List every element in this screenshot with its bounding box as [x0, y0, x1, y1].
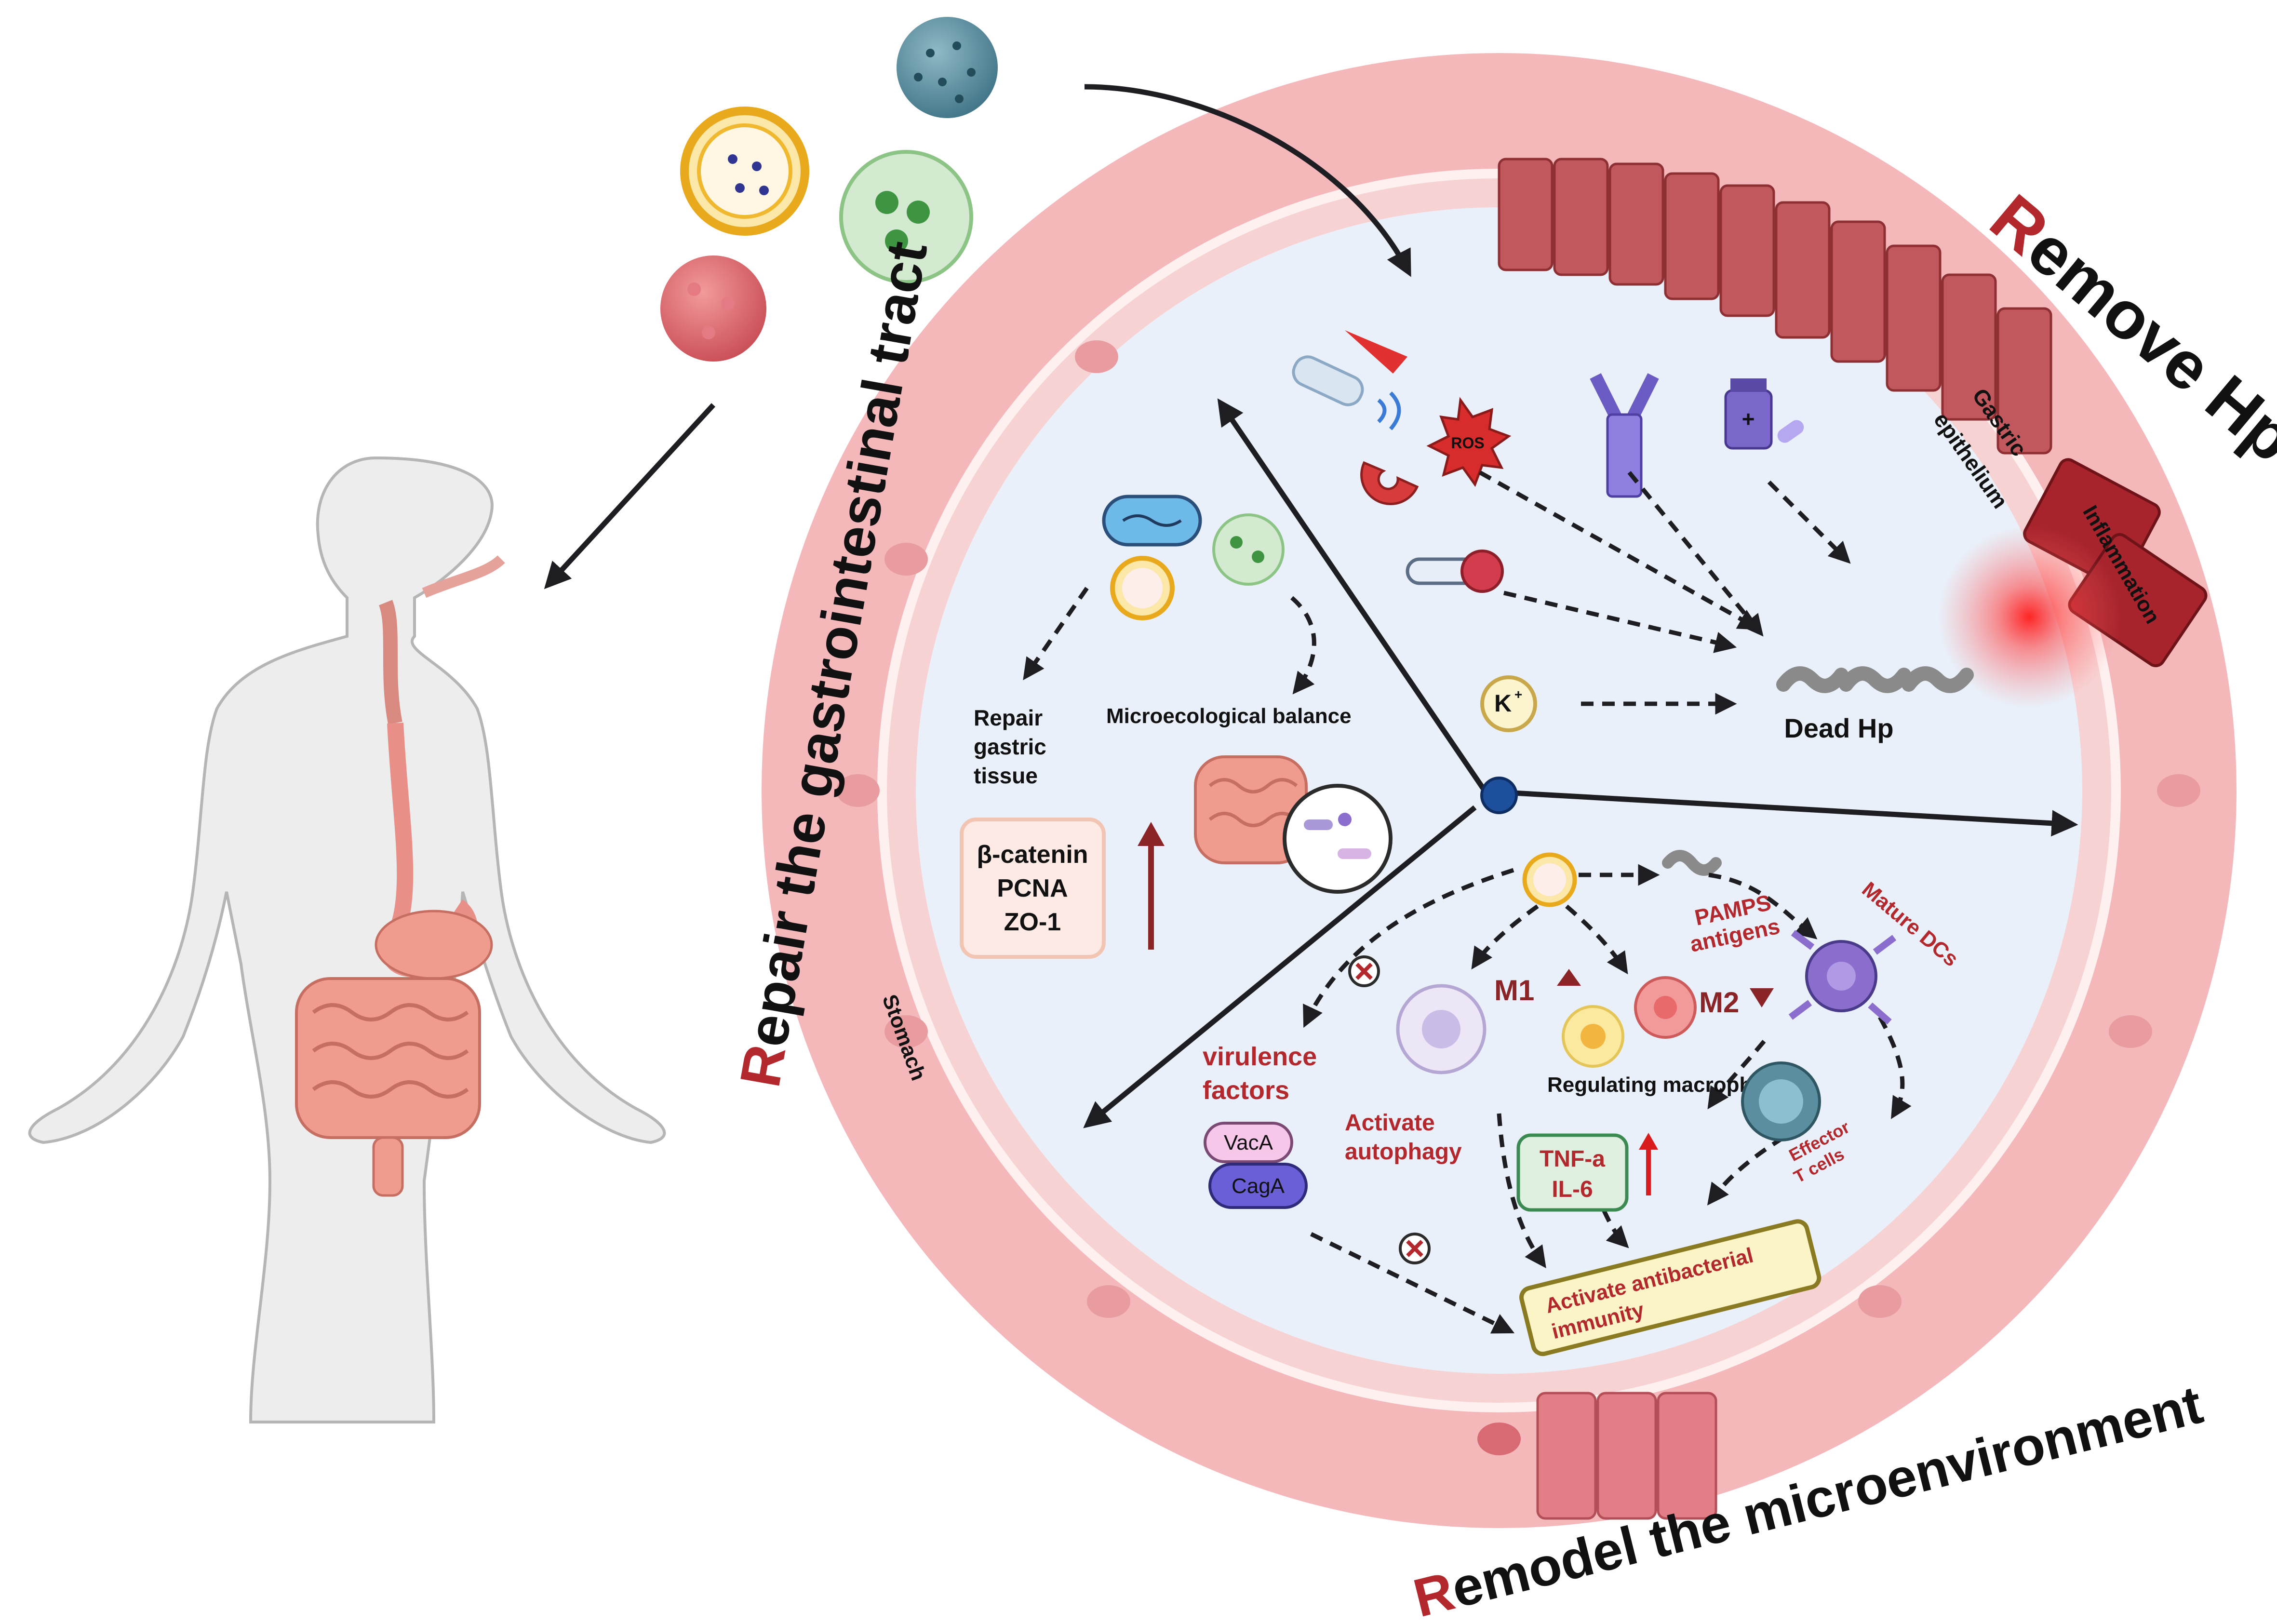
- up-arrow-icon: [1557, 969, 1581, 986]
- m1-label: M1: [1494, 974, 1534, 1007]
- cytokine-il6: IL-6: [1552, 1177, 1593, 1202]
- drug-bottle-icon: +: [1724, 378, 1804, 450]
- potassium-label: K: [1494, 690, 1512, 717]
- inhibit-icon: [1348, 955, 1431, 1264]
- thermometer-icon: [1406, 550, 1504, 593]
- nanoparticle-icon: [897, 17, 998, 118]
- dead-hp-label: Dead Hp: [1784, 713, 1893, 743]
- center-node: [1480, 777, 1518, 814]
- macrophage-icon: [1396, 984, 1487, 1074]
- intestine-icon: [1194, 755, 1308, 864]
- magnet-icon: [1360, 461, 1419, 505]
- up-arrow-icon: [1639, 1133, 1658, 1150]
- epithelial-cells: [836, 340, 2200, 1455]
- potassium-icon: K +: [1480, 675, 1537, 732]
- repair-gastric-3: tissue: [974, 763, 1038, 788]
- vaca-label: VacA: [1224, 1131, 1273, 1154]
- repair-gastric-1: Repair: [974, 705, 1043, 730]
- ultrasound-probe-icon: [1292, 355, 1401, 430]
- repair-gastric-2: gastric: [974, 734, 1046, 759]
- virulence-2: factors: [1203, 1076, 1289, 1105]
- cytokine-tnfa: TNF-a: [1540, 1146, 1605, 1172]
- liposome-small-icon: [1522, 852, 1577, 907]
- laser-icon: [1345, 330, 1407, 374]
- human-body-icon: [28, 456, 666, 1423]
- activate-autophagy-2: autophagy: [1345, 1139, 1462, 1165]
- down-arrow-icon: [1750, 988, 1774, 1007]
- caga-badge: CagA: [1208, 1163, 1308, 1209]
- up-arrow-icon: [1138, 822, 1165, 846]
- dendritic-cell-icon: [1788, 930, 1897, 1025]
- helicobacter-icon: [1776, 666, 1974, 693]
- marker-box: β-catenin PCNA ZO-1: [960, 818, 1165, 959]
- marker-pcna: PCNA: [997, 874, 1068, 902]
- microecological-label: Microecological balance: [1106, 704, 1352, 728]
- virulence-1: virulence: [1203, 1042, 1317, 1071]
- cytokine-box: TNF-a IL-6: [1516, 1133, 1658, 1212]
- helicobacter-icon: [1662, 850, 1722, 876]
- marker-beta-catenin: β-catenin: [977, 841, 1088, 869]
- vaca-badge: VacA: [1204, 1122, 1293, 1163]
- marker-zo1: ZO-1: [1004, 908, 1061, 936]
- potassium-sup: +: [1514, 687, 1522, 702]
- gastric-epithelium: [1498, 158, 2052, 455]
- m2-label: M2: [1699, 986, 1739, 1019]
- dashed-arrows-top: [1478, 470, 1851, 715]
- nanoparticle-icon: [660, 255, 766, 362]
- microbiota-icon: [1283, 784, 1393, 894]
- bottom-epithelium: [1536, 1392, 1717, 1520]
- t-cell-icon: [1741, 1061, 1821, 1141]
- dashed-arrows-left: [1023, 587, 1316, 695]
- inflamed-epithelium: [1938, 458, 2208, 709]
- svg-text:+: +: [1742, 406, 1755, 431]
- ros-burst-icon: ROS: [1426, 397, 1512, 487]
- hydrogel-icon: [839, 150, 973, 284]
- ros-label: ROS: [1451, 434, 1484, 452]
- liposome-small-icon: [1110, 556, 1175, 620]
- hydrogel-small-icon: [1212, 513, 1285, 586]
- activate-autophagy-1: Activate: [1345, 1110, 1435, 1136]
- macrophage-icon: [1562, 1005, 1624, 1068]
- caga-label: CagA: [1232, 1174, 1285, 1198]
- flow-arrows: [544, 84, 2078, 1128]
- bacterium-probiotic-icon: [1102, 495, 1202, 547]
- liposome-icon: [680, 107, 809, 236]
- macrophage-icon: [1634, 976, 1697, 1039]
